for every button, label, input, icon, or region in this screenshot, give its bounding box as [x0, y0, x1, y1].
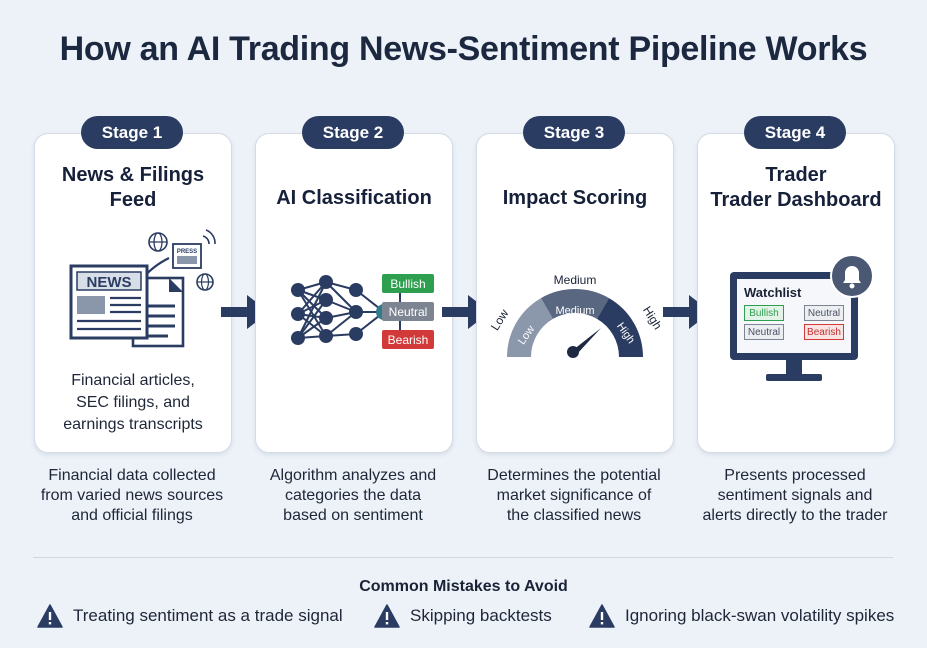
stage-3-pill: Stage 3	[523, 116, 625, 149]
impact-gauge-icon: Medium Low High Low Medium High	[488, 273, 665, 358]
bearish-label: Bearish	[382, 330, 434, 349]
stage-4-title: Trader Trader Dashboard	[710, 164, 882, 211]
neutral-tag: Neutral	[744, 324, 784, 340]
mistake-item: Skipping backtests	[374, 603, 552, 629]
mistake-text: Treating sentiment as a trade signal	[73, 606, 343, 625]
warning-icon	[37, 604, 63, 628]
svg-text:NEWS: NEWS	[87, 274, 132, 291]
globe-icon	[196, 273, 214, 291]
mistake-item: Treating sentiment as a trade signal	[37, 603, 343, 629]
stage-3-title: Impact Scoring	[502, 187, 648, 209]
svg-text:Medium: Medium	[555, 305, 594, 317]
stage-2-title: AI Classification	[276, 187, 432, 209]
stage-1-pill: Stage 1	[81, 116, 183, 149]
stage-2-description: Algorithm analyzes and categories the da…	[269, 467, 437, 524]
stage-4-description: Presents processed sentiment signals and…	[702, 467, 888, 524]
neutral-label: Neutral	[382, 302, 434, 321]
stage-4-pill: Stage 4	[744, 116, 846, 149]
stage-1-title: News & Filings Feed	[61, 164, 205, 211]
stage-1-card: News & Filings Feed PRESS	[34, 133, 232, 453]
mistake-item: Ignoring black-swan volatility spikes	[589, 603, 894, 629]
mistakes-title: Common Mistakes to Avoid	[359, 578, 568, 595]
divider	[33, 557, 893, 558]
warning-icon	[374, 604, 400, 628]
bell-icon	[830, 254, 874, 298]
bullish-tag: Bullish	[744, 305, 784, 321]
stage-3-description: Determines the potential market signific…	[487, 467, 661, 524]
svg-text:Medium: Medium	[554, 273, 597, 287]
svg-text:Low: Low	[488, 307, 512, 333]
mistake-text: Ignoring black-swan volatility spikes	[625, 606, 895, 625]
bearish-tag: Bearish	[804, 324, 844, 340]
globe-icon	[148, 232, 168, 252]
stage-1-card-text: Financial articles, SEC filings, and ear…	[63, 372, 203, 433]
neutral-tag: Neutral	[804, 305, 844, 321]
watchlist-label: Watchlist	[744, 285, 802, 300]
svg-text:PRESS: PRESS	[177, 249, 197, 255]
press-release-icon: PRESS	[172, 243, 202, 269]
stage-2-pill: Stage 2	[302, 116, 404, 149]
mistake-text: Skipping backtests	[410, 606, 552, 625]
stage-4-card: Trader Trader Dashboard Watchlist Bullis…	[697, 133, 895, 453]
stage-1-description: Financial data collected from varied new…	[40, 467, 224, 524]
newspaper-icon: NEWS	[69, 264, 149, 340]
bullish-label: Bullish	[382, 274, 434, 293]
stage-2-card: AI Classification Bullish Neutral Beari	[255, 133, 453, 453]
page-title: How an AI Trading News-Sentiment Pipelin…	[59, 30, 868, 68]
news-filings-icon: PRESS NEWS	[69, 229, 216, 348]
stage-3-card: Impact Scoring Medium Low High Low Mediu…	[476, 133, 674, 453]
warning-icon	[589, 604, 615, 628]
